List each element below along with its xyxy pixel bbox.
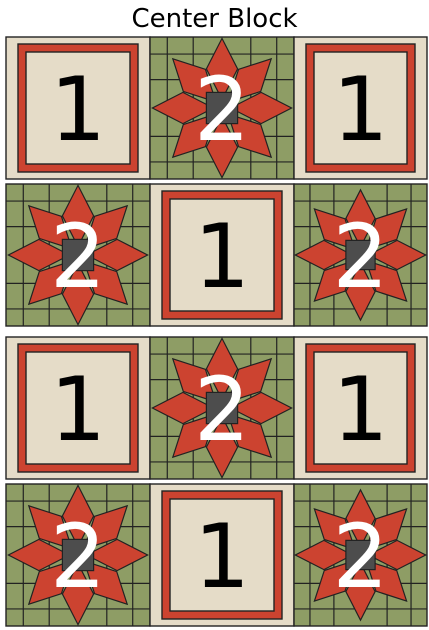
block-number-label: 2 [50,205,106,308]
block-number-label: 2 [333,505,389,608]
block-number-label: 2 [333,205,389,308]
block-number-label: 2 [194,358,250,461]
block-1: 1 [294,337,427,479]
block-1: 1 [294,37,427,179]
block-number-label: 1 [50,58,106,161]
block-number-label: 1 [333,58,389,161]
block-number-label: 1 [50,358,106,461]
block-1: 1 [6,337,150,479]
block-1: 1 [150,184,294,326]
block-number-label: 1 [194,205,250,308]
block-2: 2 [6,184,150,326]
block-number-label: 2 [50,505,106,608]
block-2: 2 [294,484,427,626]
block-number-label: 1 [194,505,250,608]
block-2: 2 [6,484,150,626]
block-2: 2 [294,184,427,326]
block-1: 1 [6,37,150,179]
block-number-label: 2 [194,58,250,161]
block-2: 2 [150,337,294,479]
block-1: 1 [150,484,294,626]
block-2: 2 [150,37,294,179]
block-number-label: 1 [333,358,389,461]
